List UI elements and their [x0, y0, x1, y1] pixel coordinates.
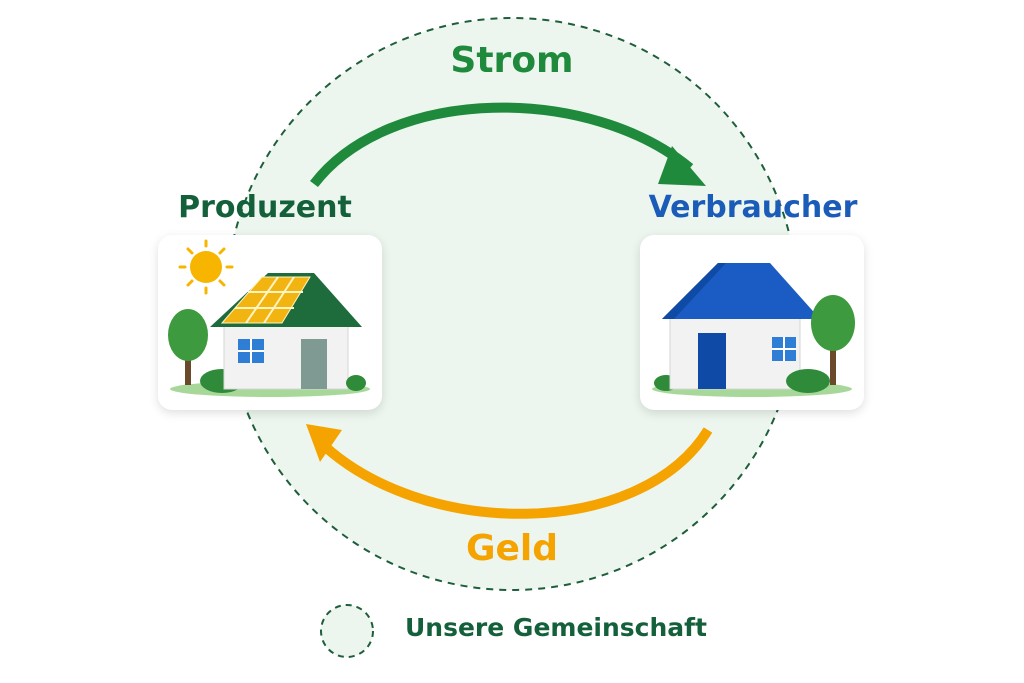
consumer-card: [640, 235, 864, 410]
sun-icon: [178, 239, 234, 295]
producer-label: Produzent: [178, 190, 352, 225]
strom-label: Strom: [0, 40, 1024, 81]
geld-label: Geld: [465, 528, 559, 569]
geld-arrow: [314, 427, 713, 519]
strom-arrowhead: [658, 146, 706, 186]
consumer-label: Verbraucher: [648, 190, 858, 225]
strom-label-text: Strom: [450, 40, 574, 81]
house-with-solar-panels-icon: [168, 239, 370, 397]
strom-arrow: [310, 102, 694, 188]
geld-arrowhead: [306, 424, 342, 462]
legend-label: Unsere Gemeinschaft: [405, 613, 707, 642]
house-blue-roof-icon: [652, 263, 855, 397]
producer-card: [158, 235, 382, 410]
dashed-circle-icon: [320, 604, 374, 658]
